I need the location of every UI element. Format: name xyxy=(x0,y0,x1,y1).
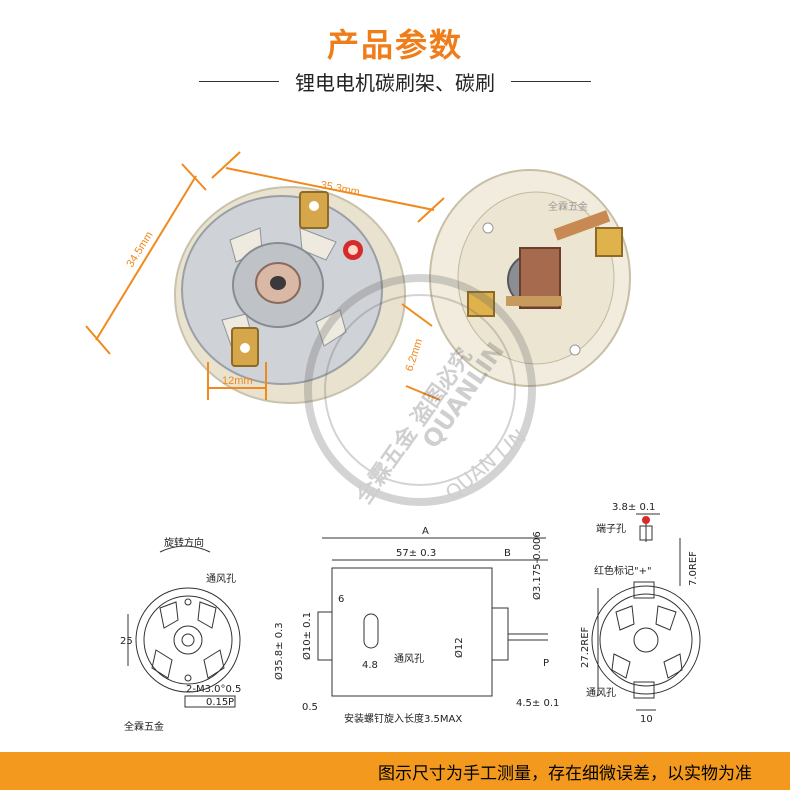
photo-small-logo: 全霖五金 xyxy=(548,200,588,213)
side-dim-0-5: 0.5 xyxy=(302,702,318,713)
subtitle-rule-left xyxy=(199,80,279,82)
front-vent-label: 通风孔 xyxy=(206,573,236,585)
front-hole-spec: 2-M3.0°0.5 xyxy=(186,684,241,695)
front-tolerance: 0.15 xyxy=(206,697,228,708)
tab-width-label: 12mm xyxy=(222,375,253,387)
subtitle-row: 锂电电机碳刷架、碳刷 xyxy=(0,66,790,96)
side-vent-label: 通风孔 xyxy=(394,653,424,665)
rear-red-mark-label: 红色标记"+" xyxy=(594,564,652,577)
watermark: 全霖五金 盗图必究 QUANLIN QUAN LIN xyxy=(304,274,536,509)
footer-note: 图示尺寸为手工测量，存在细微误差，以实物为准 xyxy=(378,763,752,784)
page-title: 产品参数 xyxy=(326,26,463,64)
side-dim-4-8: 4.8 xyxy=(362,660,378,671)
side-dim-10: Ø10± 0.1 xyxy=(301,612,313,660)
rear-dim-27ref: 27.2REF xyxy=(580,626,591,668)
front-datum: P xyxy=(228,697,234,708)
rear-vent-label: 通风孔 xyxy=(586,687,616,699)
rear-dim-10: 10 xyxy=(640,714,653,725)
side-datum: P xyxy=(543,658,549,669)
subtitle-rule-right xyxy=(511,80,591,82)
dimension-lines xyxy=(85,151,445,401)
side-dim-57: 57± 0.3 xyxy=(396,548,436,559)
brush-holder-rear-photo xyxy=(429,169,631,387)
engineering-drawing: 旋转方向 通风孔 25 2-M3.0°0.5 0.15 P 全霖五金 A 57±… xyxy=(120,502,701,733)
side-dim-6: 6 xyxy=(338,594,344,605)
brush-holder-front-photo xyxy=(174,186,406,404)
tab-gap-label: 6.2mm xyxy=(403,337,425,373)
rotation-direction-label: 旋转方向 xyxy=(164,536,204,549)
side-screw-note: 安装螺钉旋入长度3.5MAX xyxy=(344,712,462,725)
footer-banner: 图示尺寸为手工测量，存在细微误差，以实物为准 xyxy=(0,752,790,790)
drawing-logo: 全霖五金 xyxy=(124,720,164,733)
rear-terminal-hole-label: 端子孔 xyxy=(596,522,626,535)
side-dim-35-8: Ø35.8± 0.3 xyxy=(273,622,285,680)
side-dim-A: A xyxy=(422,526,429,537)
rear-dim-3-8: 3.8± 0.1 xyxy=(612,502,655,513)
product-photos: 35.3mm 34.5mm 12mm 6.2mm 全霖五金 盗图必究 QUANL… xyxy=(85,151,631,509)
rear-red-mark xyxy=(642,516,650,524)
rear-dim-7ref: 7.0REF xyxy=(688,551,699,586)
side-dim-12: Ø12 xyxy=(453,637,465,658)
page-subtitle: 锂电电机碳刷架、碳刷 xyxy=(295,70,495,95)
front-dim-25: 25 xyxy=(120,636,133,647)
side-shaft-dim: Ø3.175-0.006 xyxy=(531,531,543,600)
side-dim-4-5: 4.5± 0.1 xyxy=(516,698,559,709)
side-dim-B: B xyxy=(504,548,511,559)
